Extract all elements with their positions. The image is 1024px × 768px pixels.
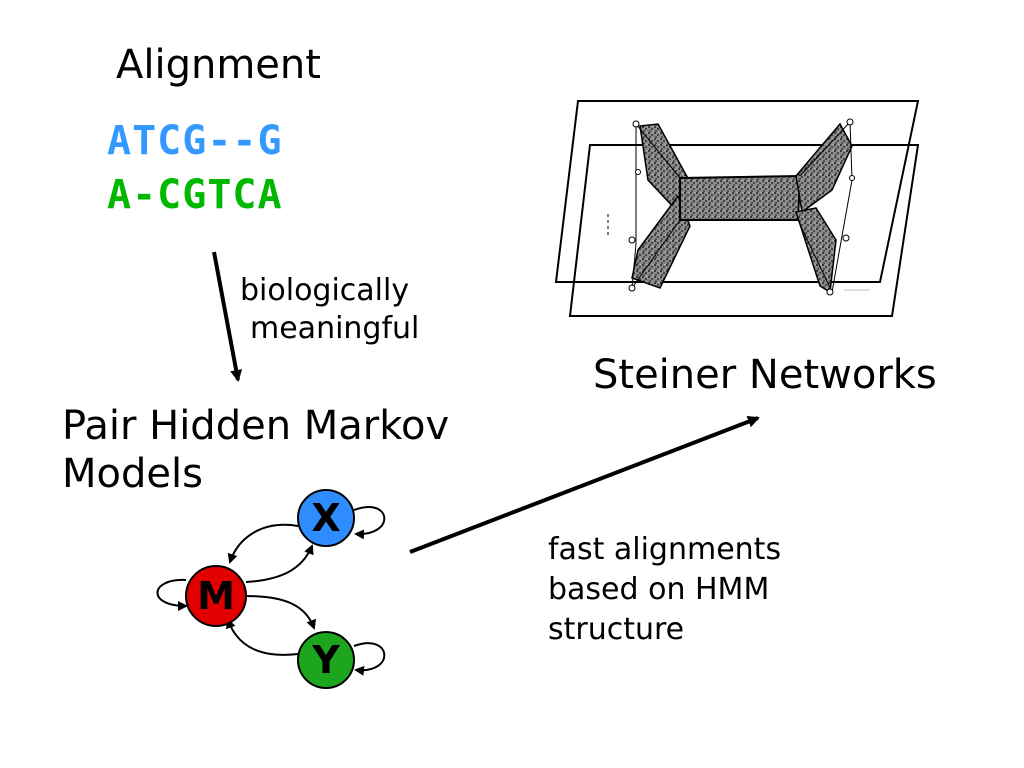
transition-y-to-m xyxy=(225,618,299,656)
self-loop-y xyxy=(353,642,386,676)
self-loop-m xyxy=(156,578,188,611)
phmm-title: Pair Hidden Markov Models xyxy=(62,402,449,498)
arrow2-label-line-3: structure xyxy=(548,612,685,647)
steiner-right-lower-branch xyxy=(795,207,837,294)
transition-x-to-m xyxy=(227,523,299,564)
steiner-right-upper-branch xyxy=(795,122,853,214)
state-x-circle xyxy=(297,489,355,547)
state-x-label: X xyxy=(311,496,340,540)
phmm-state-graph: M X Y xyxy=(156,489,386,689)
sequence-2: A-CGTCA xyxy=(107,172,283,218)
alignment-title: Alignment xyxy=(116,42,321,88)
steiner-network-illustration xyxy=(554,100,920,317)
steiner-title: Steiner Networks xyxy=(593,352,937,398)
arrow-alignment-to-phmm xyxy=(212,251,243,382)
arrow-label-biological: biologically meaningful xyxy=(240,272,419,348)
self-loop-x xyxy=(353,506,386,540)
arrow2-label-line-2: based on HMM xyxy=(548,572,770,607)
state-m-circle xyxy=(185,565,247,627)
steiner-plane-back xyxy=(554,100,920,283)
arrow-label-fast-alignments: fast alignments based on HMM structure xyxy=(548,530,781,650)
transition-m-to-y xyxy=(245,595,316,630)
state-m-label: M xyxy=(197,574,235,618)
state-x: X xyxy=(297,489,355,547)
state-y-circle xyxy=(297,631,355,689)
transition-m-to-x xyxy=(245,544,314,583)
steiner-center-rect xyxy=(679,174,802,221)
arrow-phmm-to-steiner xyxy=(409,415,760,554)
state-y: Y xyxy=(297,631,355,689)
sequence-1: ATCG--G xyxy=(107,118,283,164)
steiner-plane-front xyxy=(568,144,920,317)
arrow-label-line-1: biologically xyxy=(240,273,410,308)
phmm-title-line-2: Models xyxy=(62,451,203,497)
arrow-label-line-2: meaningful xyxy=(250,311,420,346)
state-m: M xyxy=(185,565,247,627)
arrow2-label-line-1: fast alignments xyxy=(548,532,782,567)
state-y-label: Y xyxy=(311,638,340,682)
phmm-title-line-1: Pair Hidden Markov xyxy=(62,403,450,449)
steiner-terminal-points xyxy=(628,118,855,296)
